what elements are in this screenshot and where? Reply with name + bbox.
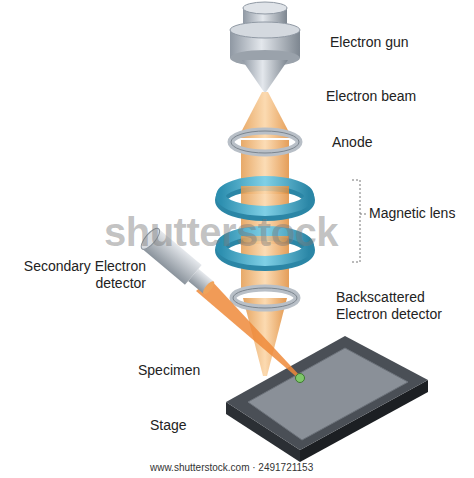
watermark: www.shutterstock.com · 2491721153 <box>150 462 410 473</box>
part-label: Stage <box>150 417 230 434</box>
stage <box>226 336 428 462</box>
specimen-dot <box>296 374 305 383</box>
part-label: Magnetic lens <box>369 205 471 222</box>
part-label: Backscattered Electron detector <box>336 289 470 323</box>
electron-gun <box>230 2 300 92</box>
part-label: Anode <box>332 134 452 151</box>
part-label: Electron beam <box>326 88 466 105</box>
watermark: shutterstock <box>104 210 404 255</box>
part-label: Specimen <box>138 362 238 379</box>
part-label: Secondary Electron detector <box>16 258 146 292</box>
backscattered-detector-ring <box>233 288 297 308</box>
part-label: Electron gun <box>330 34 470 51</box>
lens-bracket <box>352 180 366 262</box>
anode-ring <box>231 131 299 153</box>
